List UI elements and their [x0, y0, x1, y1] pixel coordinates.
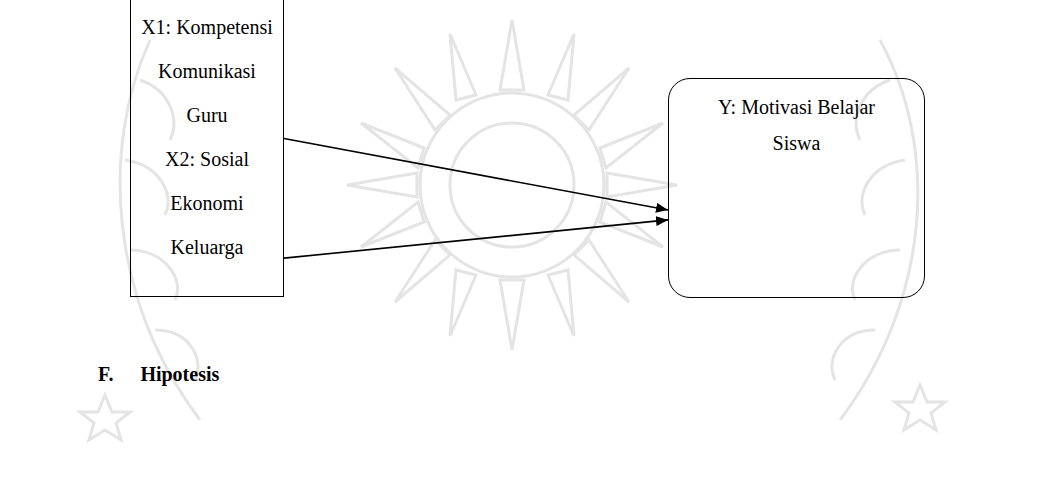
arrow-connector	[284, 139, 668, 210]
node-text: X2: Sosial Ekonomi Keluarga	[137, 137, 277, 269]
node-text: Y: Motivasi Belajar Siswa	[717, 89, 877, 161]
arrow-connector	[284, 220, 668, 258]
logo-spikes	[347, 20, 677, 350]
outcome-box: Y: Motivasi Belajar Siswa	[668, 78, 925, 298]
section-heading: F. Hipotesis	[98, 363, 219, 386]
variable-box: X1: Kompetensi Komunikasi GuruX2: Sosial…	[130, 0, 284, 297]
star	[80, 395, 130, 440]
node-text: X1: Kompetensi Komunikasi Guru	[137, 5, 277, 137]
logo-inner-ring	[450, 123, 574, 247]
logo-rays	[80, 20, 945, 440]
logo-ring	[420, 93, 604, 277]
star	[895, 385, 945, 430]
